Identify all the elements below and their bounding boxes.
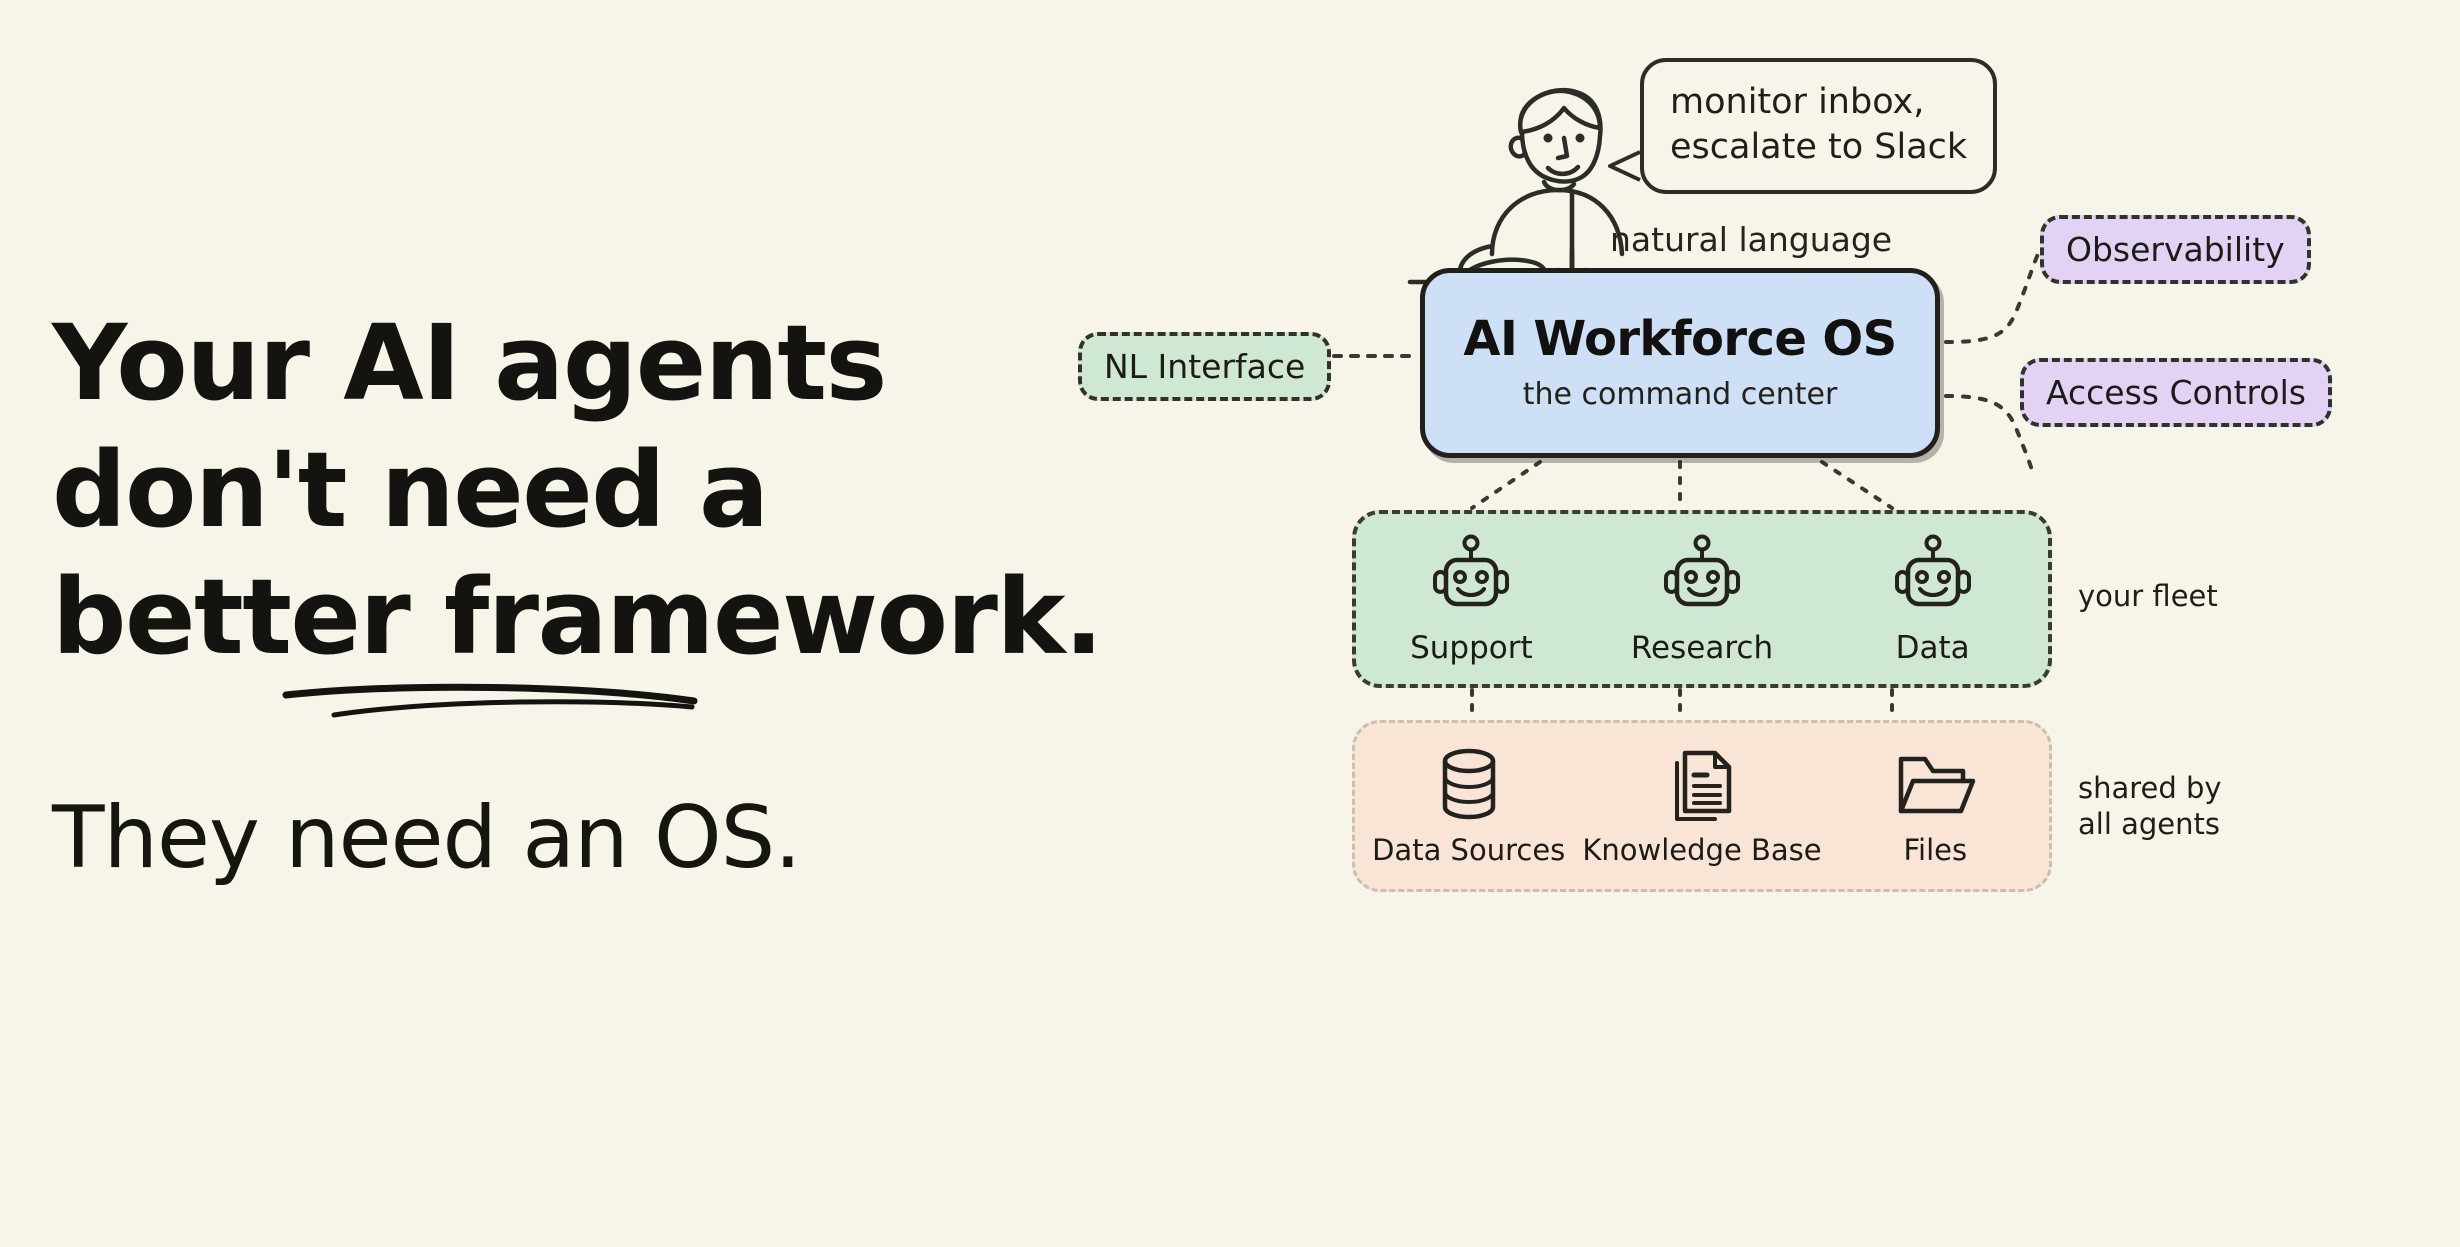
resource-item-data-sources[interactable]: Data Sources [1355, 745, 1582, 867]
folder-icon [1899, 756, 1976, 814]
headline-block: Your AI agents don't need a better frame… [52, 300, 1112, 890]
fleet-label-data: Data [1895, 630, 1970, 666]
page-title: Your AI agents don't need a better frame… [52, 300, 1112, 681]
fleet-label-research: Research [1630, 630, 1774, 666]
underline-icon [282, 683, 698, 718]
robot-icon [1664, 534, 1740, 607]
caption-shared-by-all-agents: shared by all agents [2078, 770, 2222, 843]
bubble-tail-icon [1608, 150, 1641, 182]
documents-icon [1675, 750, 1732, 821]
subhead: They need an OS. [52, 787, 802, 888]
caption-shared-line-1: shared by [2078, 771, 2222, 805]
core-subtitle: the command center [1522, 376, 1838, 412]
architecture-diagram: monitor inbox, escalate to Slack natural… [1078, 40, 2440, 1200]
headline-line-3: better framework. [52, 555, 1104, 678]
resource-item-files[interactable]: Files [1822, 745, 2049, 867]
resource-item-knowledge-base[interactable]: Knowledge Base [1582, 745, 1822, 867]
speech-bubble-line-1: monitor inbox, [1670, 82, 1925, 122]
shared-resources-group: Data Sources Knowledge Base [1352, 720, 2052, 892]
agent-fleet-group: Support Research [1352, 510, 2052, 688]
robot-icon [1433, 534, 1510, 607]
caption-your-fleet: your fleet [2078, 579, 2218, 613]
headline-line-1: Your AI agents [52, 302, 887, 424]
core-title: AI Workforce OS [1463, 311, 1897, 368]
wire-core-to-data [1820, 460, 1894, 510]
natural-language-label: natural language [1610, 220, 1893, 259]
resource-label-knowledge-base: Knowledge Base [1582, 833, 1822, 867]
headline-underline-swoosh [282, 681, 702, 725]
chip-nl-interface[interactable]: NL Interface [1078, 332, 1332, 401]
fleet-item-support[interactable]: Support [1356, 532, 1587, 666]
database-icon [1442, 748, 1495, 820]
headline-line-2: don't need a [52, 428, 769, 551]
fleet-label-support: Support [1410, 630, 1533, 666]
core-node-ai-workforce-os[interactable]: AI Workforce OS the command center [1420, 268, 1940, 458]
chip-access-controls[interactable]: Access Controls [2020, 358, 2332, 427]
resource-label-files: Files [1903, 833, 1968, 867]
robot-icon [1894, 534, 1971, 607]
fleet-item-data[interactable]: Data [1817, 532, 2048, 666]
chip-observability[interactable]: Observability [2040, 215, 2311, 284]
speech-bubble-line-2: escalate to Slack [1670, 126, 1968, 167]
caption-shared-line-2: all agents [2078, 807, 2220, 842]
fleet-item-research[interactable]: Research [1587, 532, 1818, 666]
speech-bubble: monitor inbox, escalate to Slack [1640, 58, 1998, 194]
wire-observability [1944, 252, 2040, 344]
resource-label-data-sources: Data Sources [1372, 833, 1566, 867]
wire-core-to-support [1470, 460, 1542, 510]
